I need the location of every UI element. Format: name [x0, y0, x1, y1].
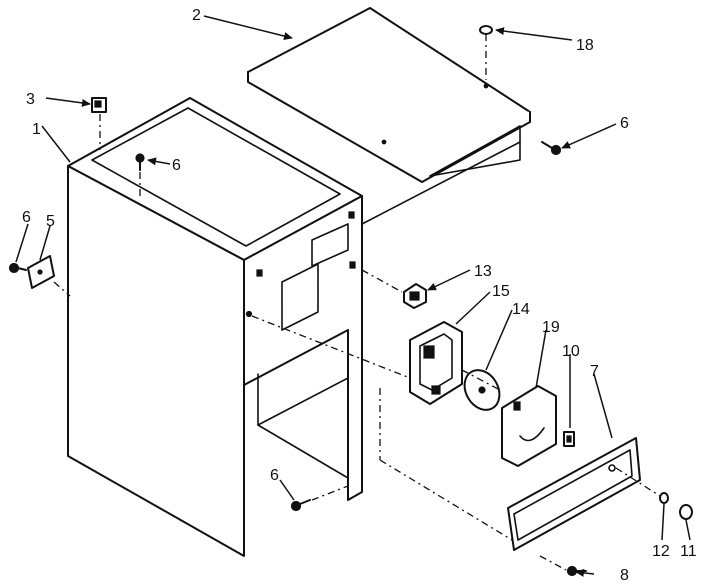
part-18-plug — [479, 25, 493, 35]
top-lid — [247, 7, 531, 225]
callout-3: 3 — [26, 91, 35, 108]
assembly-centerlines — [251, 34, 661, 571]
callout-11: 11 — [680, 543, 697, 560]
callout-15: 15 — [492, 283, 510, 300]
centerline-switch — [361, 269, 403, 293]
part-6-screw-top — [541, 141, 562, 156]
part-19-plate — [501, 385, 557, 467]
part-13-switch — [403, 283, 427, 309]
cabinet-body — [67, 97, 363, 557]
callout-13: 13 — [474, 263, 492, 280]
part-12-washer — [659, 492, 669, 504]
part-10-knob — [563, 431, 575, 447]
part-3-clip — [91, 97, 107, 150]
centerline-left — [53, 281, 71, 297]
part-14-disc — [463, 369, 501, 411]
part-5-bracket — [27, 255, 55, 289]
callout-6-top: 6 — [620, 115, 629, 132]
part-6-screw-inner — [135, 153, 145, 200]
part-7-control-panel — [507, 437, 641, 551]
callout-10: 10 — [562, 343, 580, 360]
callout-6-inner: 6 — [172, 157, 181, 174]
callout-14: 14 — [512, 301, 530, 318]
callout-6-bottom: 6 — [270, 467, 279, 484]
callout-18: 18 — [576, 37, 594, 54]
callout-2: 2 — [192, 7, 201, 24]
callout-12: 12 — [652, 543, 670, 560]
callout-6-left: 6 — [22, 209, 31, 226]
part-6-screw-bottom — [290, 499, 311, 512]
part-15-housing — [409, 321, 463, 405]
part-8-screw — [566, 565, 587, 577]
callout-1: 1 — [32, 121, 41, 138]
callout-5: 5 — [46, 213, 55, 230]
part-11-cap — [679, 504, 693, 520]
leader-lines — [15, 15, 691, 577]
callout-labels: 2 18 6 3 1 6 6 5 13 15 14 19 10 7 6 8 12… — [22, 7, 697, 584]
callout-19: 19 — [542, 319, 560, 336]
callout-7: 7 — [590, 363, 599, 380]
part-6-screw-left — [8, 262, 27, 274]
callout-8: 8 — [620, 567, 629, 584]
